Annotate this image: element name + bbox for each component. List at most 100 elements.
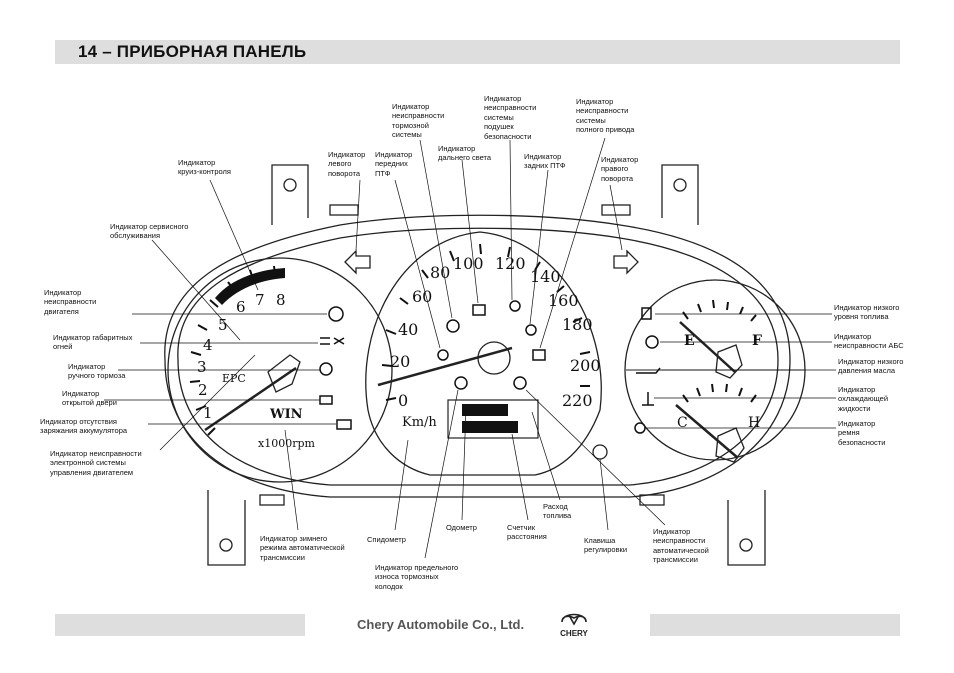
speed-label: 0 — [398, 391, 408, 410]
company-name: Chery Automobile Co., Ltd. — [357, 617, 525, 632]
door-icon — [319, 395, 333, 405]
temp-c-label: C — [677, 415, 688, 431]
oil-icon — [636, 367, 661, 374]
leader-lines — [104, 137, 836, 559]
speed-label: 220 — [562, 391, 593, 410]
temp-h-label: H — [748, 415, 760, 431]
lcd-display — [447, 399, 539, 439]
left-turn-arrow-icon — [344, 249, 371, 275]
speed-label: 140 — [530, 267, 561, 286]
brake-pads-icon — [454, 376, 468, 390]
brake-fault-icon — [446, 319, 460, 333]
rpm-unit: x1000rpm — [258, 437, 315, 450]
tach-label: 1 — [203, 404, 213, 422]
fuel-ticks — [682, 299, 757, 322]
rear-fog-icon — [525, 324, 537, 336]
temp-ticks — [682, 383, 757, 403]
speed-label: 180 — [562, 315, 593, 334]
tach-label: 6 — [236, 298, 246, 316]
front-fog-icon — [437, 349, 449, 361]
speed-label: 200 — [570, 356, 601, 375]
speedometer-hub — [477, 341, 511, 375]
footer-bar-right — [650, 614, 900, 636]
tachometer-needle — [204, 366, 297, 432]
header-bar — [55, 40, 900, 64]
speed-label: 60 — [412, 287, 432, 306]
speed-label: 40 — [398, 320, 418, 339]
low-fuel-icon — [641, 307, 652, 320]
right-turn-arrow-icon — [613, 249, 639, 275]
speed-label: 100 — [453, 254, 484, 273]
tachometer-hub — [267, 354, 301, 393]
page-title: 14 – ПРИБОРНАЯ ПАНЕЛЬ — [78, 42, 307, 61]
temp-needle — [675, 404, 739, 459]
mount-tab-left — [271, 164, 309, 225]
chery-logo: CHERY — [560, 613, 589, 638]
logo-text: CHERY — [560, 629, 588, 638]
epc-label: EPC — [222, 372, 246, 385]
label-speedometer: Спидометр — [367, 535, 406, 544]
speed-label: 20 — [390, 352, 410, 371]
cluster-housing-inner — [177, 227, 779, 486]
mount-tab-right — [661, 164, 699, 225]
mount-tab-bottom-right — [727, 490, 766, 566]
side-lights-icon — [320, 337, 345, 345]
speedometer-needle — [377, 346, 513, 387]
airbag-icon — [509, 300, 521, 312]
coolant-icon — [642, 392, 654, 406]
tachometer-redline — [215, 268, 285, 305]
at-fault-icon — [513, 376, 527, 390]
engine-fault-icon — [328, 306, 344, 322]
battery-icon — [336, 419, 352, 430]
mount-tab-bottom-left — [207, 490, 246, 566]
fuel-f-label: F — [752, 333, 762, 349]
parking-brake-icon — [319, 362, 333, 376]
speed-unit: Km/h — [402, 415, 437, 430]
tach-label: 7 — [255, 291, 265, 309]
seatbelt-icon — [634, 422, 646, 434]
tach-label: 5 — [218, 316, 228, 334]
tach-label: 8 — [276, 291, 286, 309]
speedometer-ticks — [381, 243, 591, 401]
high-beam-icon — [472, 304, 486, 316]
win-label: WIN — [269, 407, 303, 422]
speedometer-bezel — [365, 231, 602, 476]
tach-label: 3 — [197, 358, 207, 376]
label-odometer: Одометр — [446, 523, 477, 532]
abs-icon — [645, 335, 659, 349]
speed-label: 80 — [430, 263, 450, 282]
cluster-housing — [164, 214, 791, 498]
tach-label: 4 — [203, 336, 213, 354]
footer-bar-left — [55, 614, 305, 636]
speed-label: 120 — [495, 254, 526, 273]
fuel-e-label: E — [684, 333, 695, 349]
speed-label: 160 — [548, 291, 579, 310]
